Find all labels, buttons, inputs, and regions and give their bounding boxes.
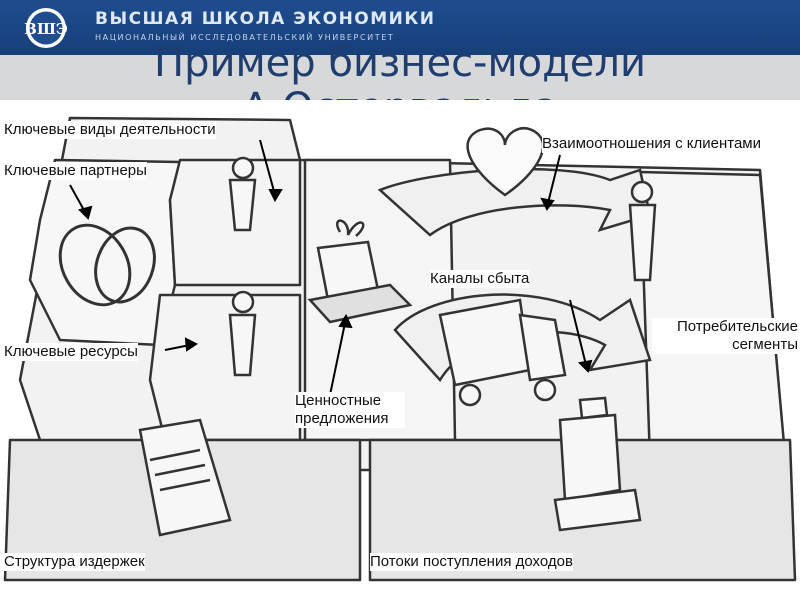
- org-subtitle: НАЦИОНАЛЬНЫЙ ИССЛЕДОВАТЕЛЬСКИЙ УНИВЕРСИТ…: [95, 33, 395, 42]
- annotation-arrows: [69, 139, 593, 396]
- label-channels: Каналы сбыта: [430, 270, 530, 288]
- rings-icon: [58, 223, 156, 307]
- person-icons: [228, 156, 657, 377]
- label-value-propositions: Ценностные предложения: [295, 392, 405, 428]
- resources-block: [148, 293, 302, 442]
- document-icon: [138, 418, 232, 537]
- label-customer-relationships: Взаимоотношения с клиентами: [542, 135, 761, 153]
- label-cost-structure: Структура издержек: [4, 553, 145, 571]
- header-bar: ВШЭ ВЫСШАЯ ШКОЛА ЭКОНОМИКИ НАЦИОНАЛЬНЫЙ …: [0, 0, 800, 55]
- gift-icon: [307, 219, 413, 324]
- label-key-resources: Ключевые ресурсы: [4, 343, 138, 361]
- label-revenue-streams: Потоки поступления доходов: [370, 553, 573, 571]
- label-customer-segments: Потребительские сегменты: [652, 318, 798, 354]
- cash-register-icon: [553, 396, 642, 532]
- label-key-partners: Ключевые партнеры: [4, 162, 147, 180]
- slide-title: Пример бизнес-модели: [154, 40, 646, 86]
- logo-text: ВШЭ: [24, 20, 68, 38]
- segments-block: [638, 170, 787, 462]
- truck-icon: [438, 298, 567, 407]
- org-name: ВЫСШАЯ ШКОЛА ЭКОНОМИКИ: [95, 9, 436, 29]
- label-key-activities: Ключевые виды деятельности: [4, 121, 216, 139]
- hse-logo: ВШЭ: [24, 8, 68, 48]
